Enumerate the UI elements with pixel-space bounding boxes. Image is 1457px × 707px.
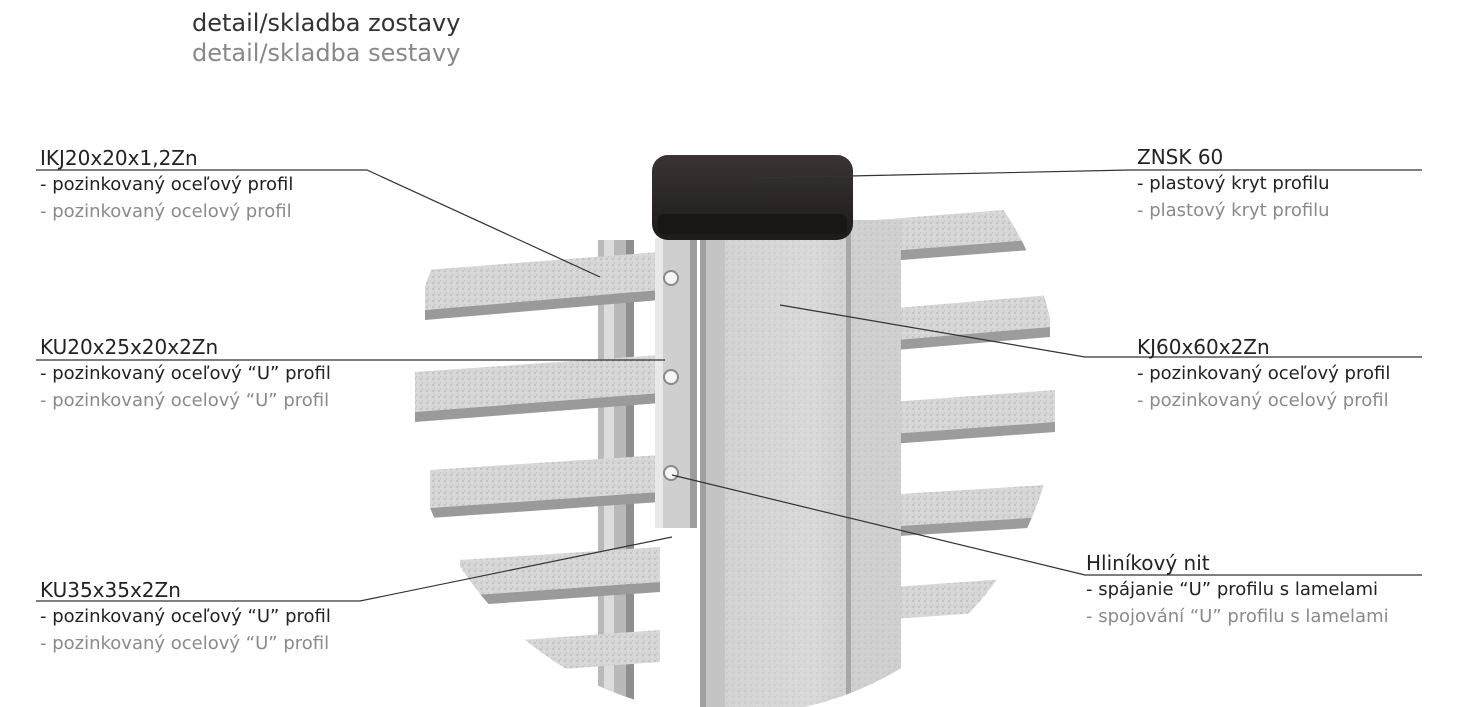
callout-znsk-line2: - plastový kryt profilu <box>1137 200 1330 221</box>
callout-kj60-code: KJ60x60x2Zn <box>1137 335 1270 359</box>
leader-line-nit <box>671 474 1422 576</box>
callout-znsk: ZNSK 60 - plastový kryt profilu - plasto… <box>1137 144 1330 224</box>
callout-ku20: KU20x25x20x2Zn - pozinkovaný oceľový “U”… <box>40 334 331 414</box>
callout-znsk-line1: - plastový kryt profilu <box>1137 173 1330 194</box>
leader-line-kj60 <box>779 304 1422 358</box>
title-primary: detail/skladba zostavy <box>192 9 461 37</box>
callout-ku20-line2: - pozinkovaný ocelový “U” profil <box>40 390 330 411</box>
leader-line-ikj <box>36 169 601 278</box>
callout-ku35: KU35x35x2Zn - pozinkovaný oceľový “U” pr… <box>40 577 331 657</box>
callout-kj60-line1: - pozinkovaný oceľový profil <box>1137 363 1391 384</box>
title-secondary: detail/skladba sestavy <box>192 39 461 67</box>
callout-kj60-line2: - pozinkovaný ocelový profil <box>1137 390 1389 411</box>
callout-znsk-code: ZNSK 60 <box>1137 145 1224 169</box>
cap-znsk <box>652 155 853 240</box>
callout-ku35-line1: - pozinkovaný oceľový “U” profil <box>40 606 331 627</box>
callout-ikj-line1: - pozinkovaný oceľový profil <box>40 174 294 195</box>
callout-nit: Hliníkový nit - spájanie “U” profilu s l… <box>1086 550 1389 630</box>
callout-nit-line2: - spojování “U” profilu s lamelami <box>1086 606 1389 627</box>
callout-ikj: IKJ20x20x1,2Zn - pozinkovaný oceľový pro… <box>40 145 293 225</box>
callout-ikj-line2: - pozinkovaný ocelový profil <box>40 201 292 222</box>
rivet-icon <box>663 465 679 481</box>
callout-nit-line1: - spájanie “U” profilu s lamelami <box>1086 579 1379 600</box>
main-post-kj60 <box>725 220 901 707</box>
leader-line-ku35 <box>36 536 673 602</box>
callout-ikj-code: IKJ20x20x1,2Zn <box>40 146 198 170</box>
callout-ku35-line2: - pozinkovaný ocelový “U” profil <box>40 633 330 654</box>
leader-lines <box>36 169 1422 602</box>
left-lamellas <box>415 252 660 672</box>
callout-ku35-code: KU35x35x2Zn <box>40 578 181 602</box>
rivet-icon <box>663 270 679 286</box>
callout-ku20-code: KU20x25x20x2Zn <box>40 335 219 359</box>
circular-detail-view <box>415 155 1055 707</box>
leader-line-znsk <box>755 169 1422 179</box>
callout-ku20-line1: - pozinkovaný oceľový “U” profil <box>40 363 331 384</box>
callout-nit-code: Hliníkový nit <box>1086 551 1210 575</box>
callout-kj60: KJ60x60x2Zn - pozinkovaný oceľový profil… <box>1137 334 1390 414</box>
rivet-icon <box>663 369 679 385</box>
